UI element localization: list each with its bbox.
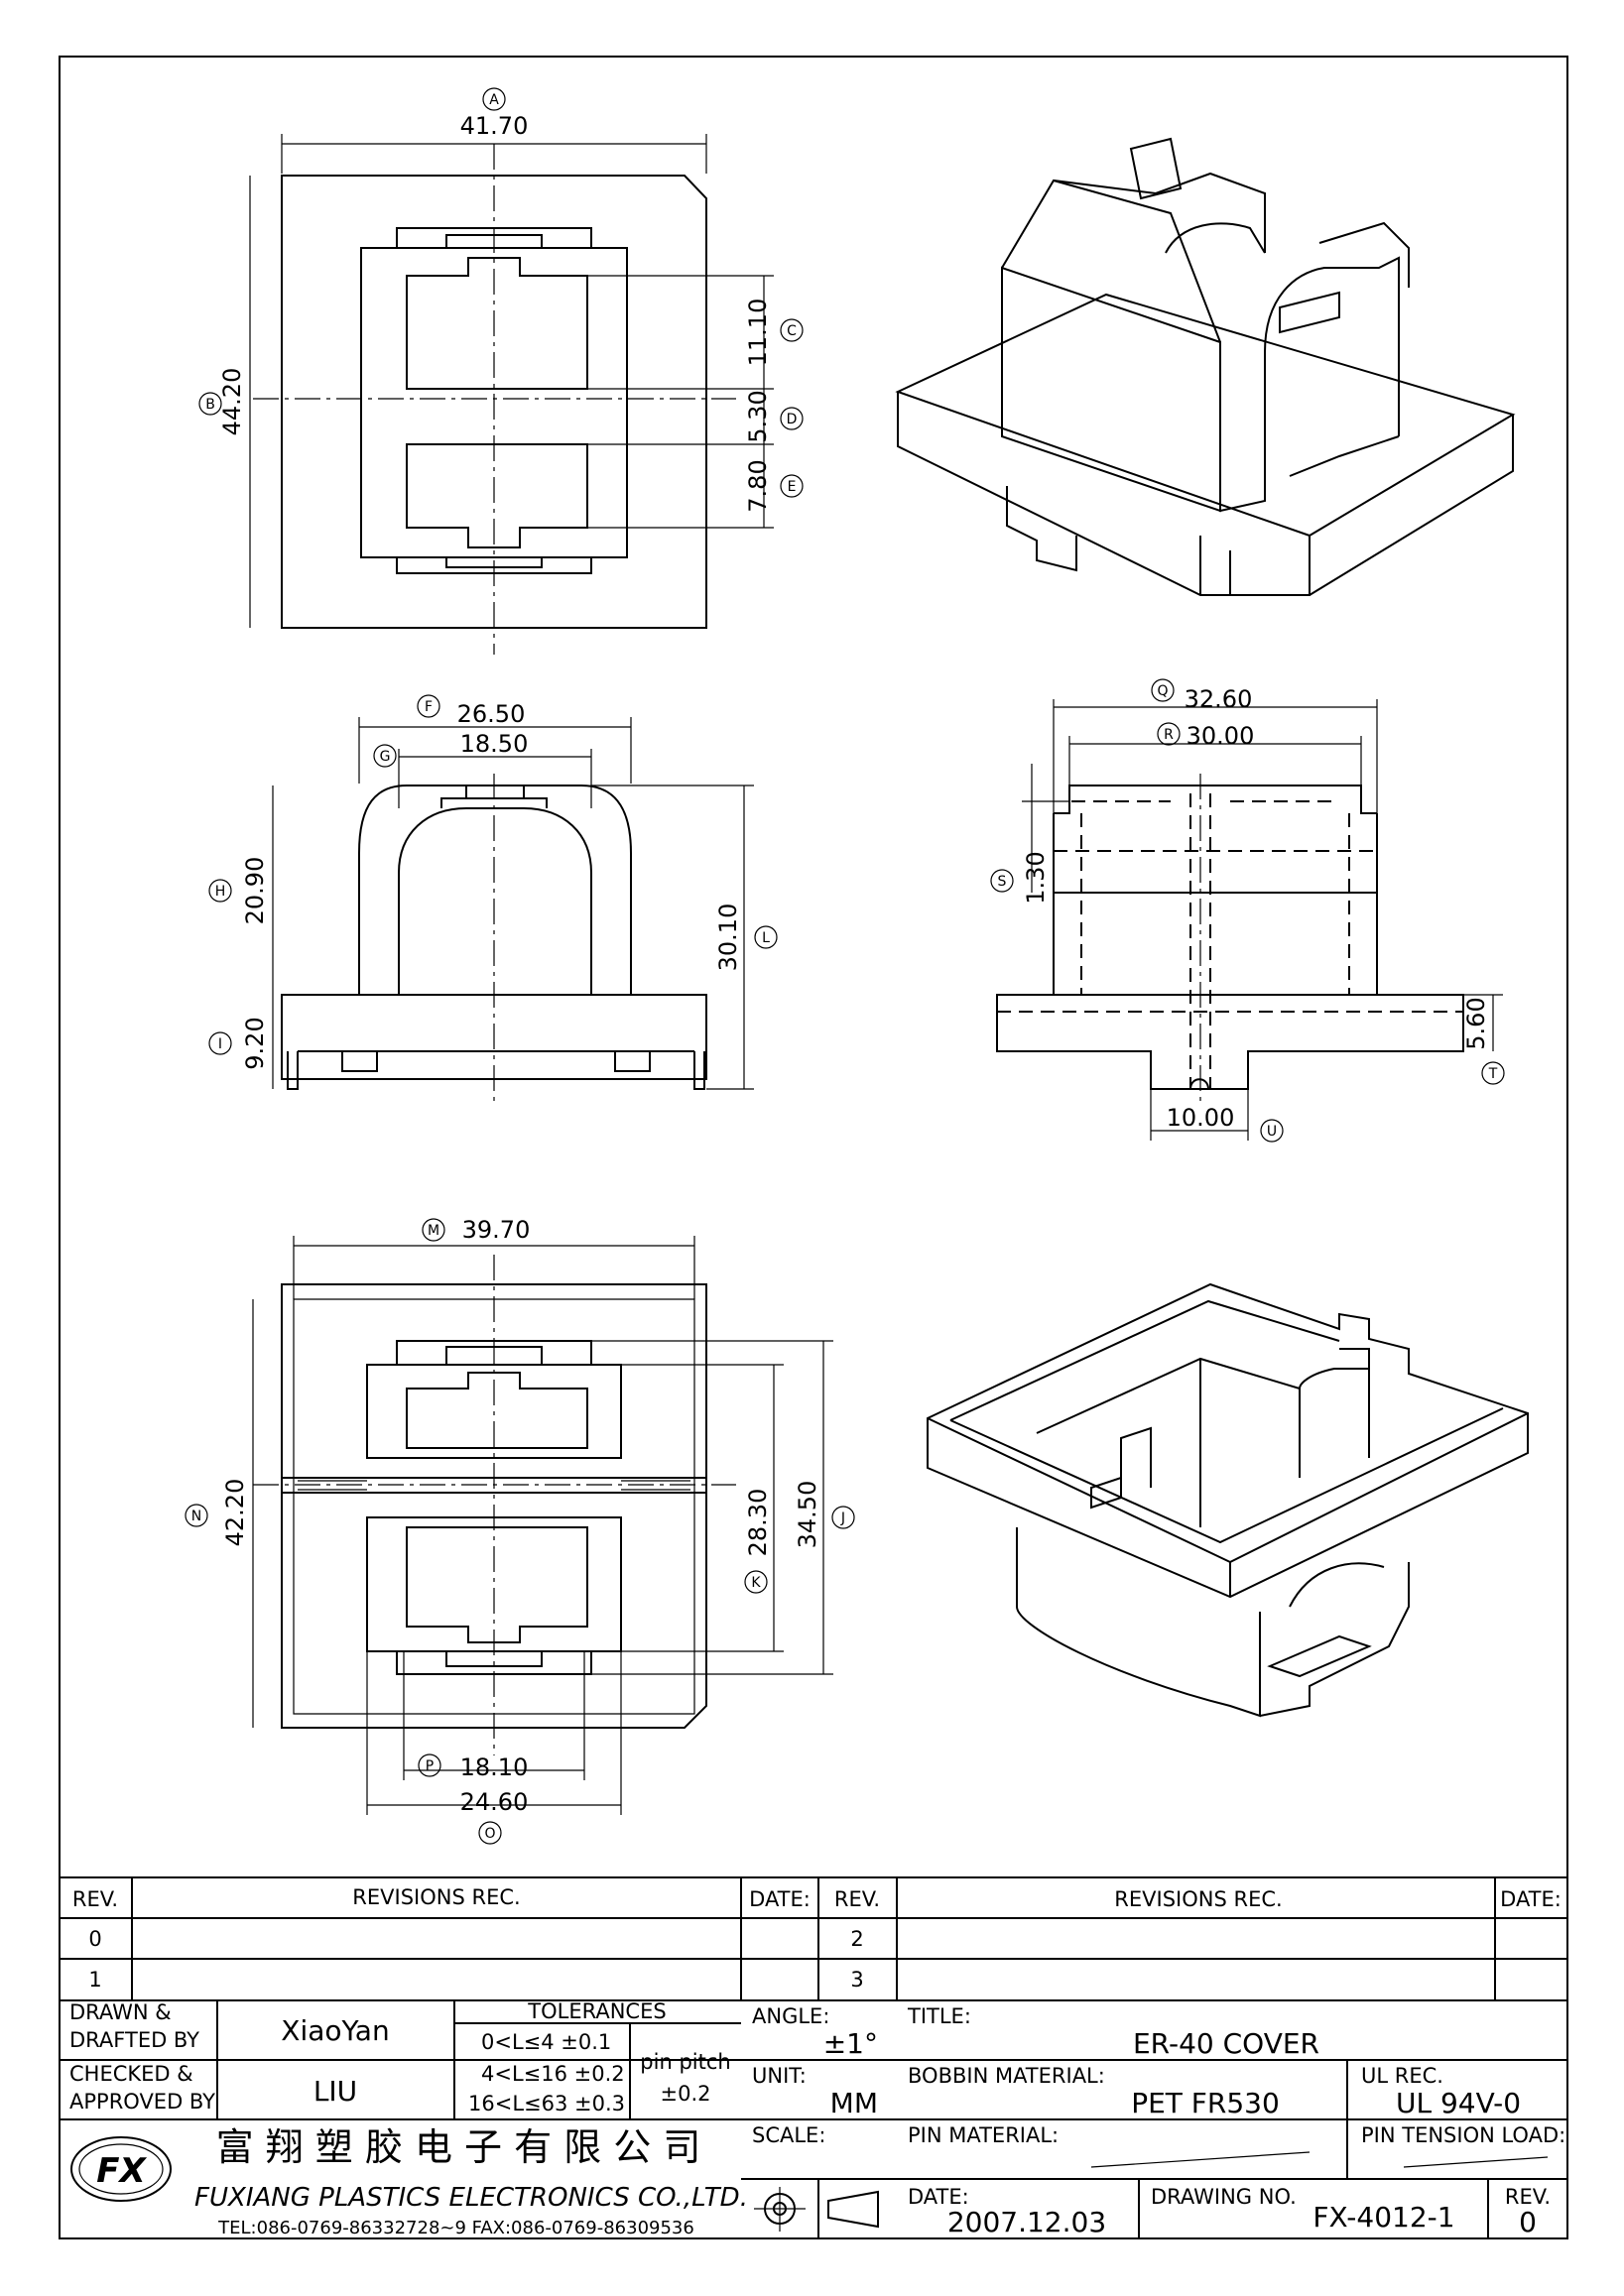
svg-text:F: F bbox=[425, 699, 433, 715]
rev-row-3: 3 bbox=[850, 1968, 863, 1992]
rev-value: 0 bbox=[1519, 2206, 1537, 2238]
svg-text:N: N bbox=[191, 1509, 201, 1524]
rec-header-right: REVISIONS REC. bbox=[1114, 1887, 1282, 1911]
svg-text:A: A bbox=[489, 92, 499, 108]
tol-row-3: 16<L≤63 ±0.3 bbox=[468, 2092, 625, 2115]
svg-text:S: S bbox=[998, 874, 1007, 890]
rev-row-1: 1 bbox=[88, 1968, 101, 1992]
checked-by-value: LIU bbox=[313, 2075, 357, 2108]
rev-row-2: 2 bbox=[850, 1927, 863, 1951]
svg-text:G: G bbox=[380, 749, 391, 765]
unit-label: UNIT: bbox=[752, 2064, 807, 2088]
pin-pitch-value: ±0.2 bbox=[661, 2082, 711, 2106]
dim-k-value: 28.30 bbox=[744, 1489, 772, 1557]
rev-header-right: REV. bbox=[834, 1887, 880, 1911]
dim-g-value: 18.50 bbox=[460, 730, 529, 758]
pin-material-label: PIN MATERIAL: bbox=[908, 2123, 1059, 2147]
pin-tension-label: PIN TENSION LOAD: bbox=[1361, 2123, 1565, 2147]
date-label: DATE: bbox=[908, 2185, 969, 2209]
revision-table: REV. REVISIONS REC. DATE: REV. REVISIONS… bbox=[59, 1876, 1568, 2001]
dim-s-value: 1.30 bbox=[1022, 851, 1050, 904]
scale-label: SCALE: bbox=[752, 2123, 825, 2147]
drawing-no-value: FX-4012-1 bbox=[1312, 2201, 1454, 2234]
svg-text:K: K bbox=[751, 1575, 761, 1591]
iso-view-top bbox=[895, 137, 1516, 596]
checked-label-1: CHECKED & bbox=[69, 2062, 193, 2086]
dim-n-value: 42.20 bbox=[221, 1479, 249, 1547]
svg-text:T: T bbox=[1488, 1066, 1498, 1082]
drawn-label-1: DRAWN & bbox=[69, 2000, 172, 2024]
dim-e-value: 7.80 bbox=[744, 459, 772, 512]
iso-view-bottom bbox=[927, 1282, 1529, 1718]
svg-text:Q: Q bbox=[1157, 683, 1168, 699]
pin-pitch-label: pin pitch bbox=[640, 2050, 730, 2074]
tol-row-1: 0<L≤4 ±0.1 bbox=[481, 2030, 611, 2054]
title-value: ER-40 COVER bbox=[1133, 2027, 1319, 2060]
svg-text:D: D bbox=[787, 412, 798, 427]
svg-text:C: C bbox=[787, 323, 797, 339]
projection-symbol-icon bbox=[754, 2187, 879, 2232]
date-value: 2007.12.03 bbox=[947, 2206, 1106, 2238]
bottom-view: 39.70 42.20 34.50 28.30 18.10 24.60 M N J… bbox=[185, 1216, 855, 1845]
svg-text:U: U bbox=[1267, 1124, 1277, 1140]
svg-text:I: I bbox=[218, 1036, 222, 1052]
top-view: 41.70 44.20 11.10 5.30 7.80 A B C D E bbox=[198, 87, 804, 655]
dim-b-value: 44.20 bbox=[218, 368, 246, 436]
svg-text:FX: FX bbox=[96, 2151, 147, 2191]
svg-text:P: P bbox=[426, 1758, 434, 1774]
title-block: DRAWN & DRAFTED BY XiaoYan CHECKED & APP… bbox=[60, 1999, 1567, 2238]
side-view: 32.60 30.00 1.30 5.60 10.00 Q R S T U bbox=[990, 678, 1505, 1143]
svg-text:J: J bbox=[840, 1511, 845, 1526]
dim-j-value: 34.50 bbox=[794, 1481, 821, 1549]
front-view: 26.50 18.50 20.90 9.20 30.10 F G H I L bbox=[208, 694, 778, 1101]
rec-header-left: REVISIONS REC. bbox=[352, 1885, 520, 1909]
dim-f-value: 26.50 bbox=[457, 700, 526, 728]
dim-a-value: 41.70 bbox=[460, 112, 529, 140]
dim-q-value: 32.60 bbox=[1185, 685, 1253, 713]
title-label: TITLE: bbox=[907, 2004, 971, 2028]
dim-l-value: 30.10 bbox=[714, 904, 742, 972]
svg-text:L: L bbox=[762, 930, 770, 946]
checked-label-2: APPROVED BY bbox=[69, 2090, 215, 2114]
dim-t-value: 5.60 bbox=[1462, 997, 1490, 1049]
dim-m-value: 39.70 bbox=[462, 1216, 531, 1244]
svg-text:H: H bbox=[215, 884, 226, 900]
unit-value: MM bbox=[830, 2087, 878, 2119]
company-english-name: FUXIANG PLASTICS ELECTRONICS CO.,LTD. bbox=[194, 2183, 748, 2213]
angle-value: ±1° bbox=[823, 2027, 878, 2060]
svg-text:M: M bbox=[428, 1223, 439, 1239]
bobbin-value: PET FR530 bbox=[1131, 2087, 1280, 2119]
ul-value: UL 94V-0 bbox=[1396, 2087, 1521, 2119]
dim-h-value: 20.90 bbox=[241, 857, 269, 925]
svg-text:R: R bbox=[1164, 727, 1174, 743]
dim-o-value: 24.60 bbox=[460, 1788, 529, 1816]
sheet-border bbox=[59, 56, 1568, 2239]
drawing-no-label: DRAWING NO. bbox=[1151, 2185, 1297, 2209]
company-chinese-name: 富 翔 塑 胶 电 子 有 限 公 司 bbox=[216, 2125, 701, 2169]
ul-label: UL REC. bbox=[1361, 2064, 1443, 2088]
svg-text:E: E bbox=[788, 479, 797, 495]
svg-text:B: B bbox=[205, 397, 215, 413]
svg-text:O: O bbox=[484, 1826, 495, 1842]
date-header-left: DATE: bbox=[749, 1887, 811, 1911]
company-contact: TEL:086-0769-86332728~9 FAX:086-0769-863… bbox=[217, 2218, 694, 2238]
bobbin-label: BOBBIN MATERIAL: bbox=[908, 2064, 1105, 2088]
rev-row-0: 0 bbox=[88, 1927, 101, 1951]
angle-label: ANGLE: bbox=[752, 2004, 829, 2028]
rev-label: REV. bbox=[1505, 2185, 1551, 2209]
company-logo: FX bbox=[70, 2136, 172, 2202]
tolerances-label: TOLERANCES bbox=[527, 1999, 666, 2023]
drawn-by-value: XiaoYan bbox=[281, 2014, 389, 2047]
dim-c-value: 11.10 bbox=[744, 299, 772, 367]
drawn-label-2: DRAFTED BY bbox=[69, 2028, 199, 2052]
tol-row-2: 4<L≤16 ±0.2 bbox=[481, 2062, 625, 2086]
date-header-right: DATE: bbox=[1500, 1887, 1562, 1911]
dim-u-value: 10.00 bbox=[1167, 1104, 1235, 1132]
dim-i-value: 9.20 bbox=[241, 1017, 269, 1069]
dim-r-value: 30.00 bbox=[1187, 722, 1255, 750]
rev-header-left: REV. bbox=[72, 1887, 118, 1911]
dim-d-value: 5.30 bbox=[744, 390, 772, 442]
dim-p-value: 18.10 bbox=[460, 1753, 529, 1781]
